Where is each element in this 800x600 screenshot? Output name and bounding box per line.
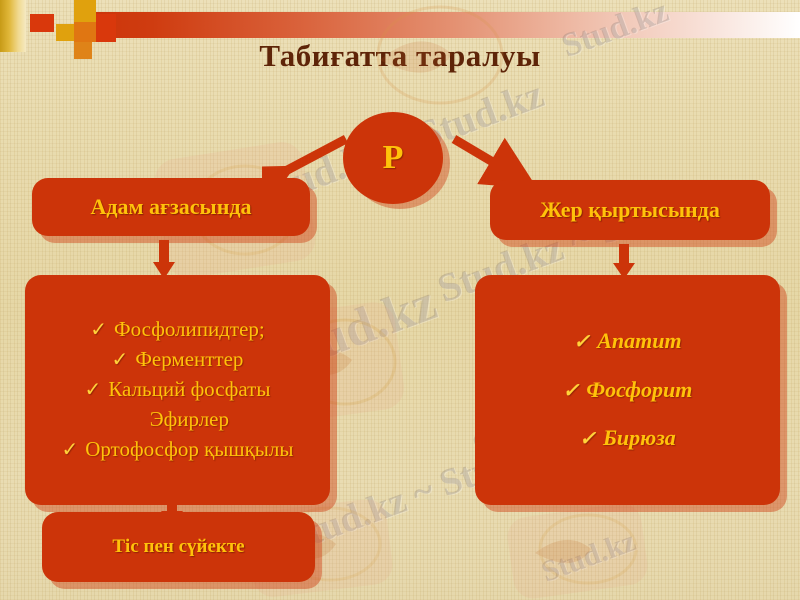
- list-item-label: Эфирлер: [149, 406, 229, 431]
- deco-gradient-bar: [0, 0, 26, 52]
- list-item-label: Фосфолипидтер;: [114, 317, 265, 342]
- deco-square-red-1: [30, 14, 54, 32]
- arrow-down-human-icon: [153, 240, 175, 279]
- deco-square-yellow-2: [56, 24, 74, 41]
- check-icon: ✓: [61, 438, 79, 461]
- list-item: ✓ Ортофосфор қышқылы: [31, 435, 324, 465]
- list-item-label: Бирюза: [602, 425, 676, 451]
- check-icon: ✓: [562, 379, 580, 402]
- box-earth-crust-list[interactable]: ✓ Апатит ✓ Фосфорит ✓ Бирюза: [475, 275, 780, 505]
- deco-square-yellow-1: [74, 0, 96, 22]
- slide-title: Табиғатта таралуы: [259, 38, 541, 73]
- deco-square-orange-1: [74, 22, 96, 42]
- check-icon: ✓: [573, 331, 591, 354]
- list-item: ✓Эфирлер: [31, 405, 324, 435]
- list-item-label: Кальций фосфаты: [108, 377, 271, 402]
- check-icon: ✓: [84, 379, 102, 402]
- box-teeth-and-bones-label: Тіс пен сүйекте: [112, 536, 245, 557]
- center-node-label: P: [382, 139, 404, 176]
- list-item-label: Фосфорит: [586, 376, 693, 402]
- list-item: ✓ Фосфорит: [481, 366, 774, 414]
- list-item: ✓ Кальций фосфаты: [31, 375, 324, 405]
- header-band: [80, 12, 800, 38]
- decorative-blocks: [0, 0, 116, 60]
- human-organism-items: ✓ Фосфолипидтер; ✓ Ферменттер ✓ Кальций фос…: [25, 315, 330, 464]
- list-item: ✓ Фосфолипидтер;: [31, 315, 324, 345]
- list-item: ✓ Ферменттер: [31, 345, 324, 375]
- deco-square-orange-2: [74, 42, 92, 59]
- list-item-label: Ферменттер: [135, 347, 244, 372]
- watermark: Stud.kz: [537, 524, 641, 589]
- box-earth-crust[interactable]: Жер қыртысында: [490, 180, 770, 240]
- decorative-artwork-icon: [507, 505, 648, 599]
- check-icon: ✓: [90, 319, 108, 342]
- list-item-label: Ортофосфор қышқылы: [85, 436, 294, 461]
- check-icon: ✓: [579, 428, 596, 451]
- box-teeth-and-bones[interactable]: Тіс пен сүйекте: [42, 512, 315, 582]
- box-earth-crust-label: Жер қыртысында: [540, 197, 720, 222]
- box-human-organism-label: Адам ағзасында: [90, 194, 252, 219]
- earth-crust-items: ✓ Апатит ✓ Фосфорит ✓ Бирюза: [475, 317, 780, 462]
- box-human-organism-list[interactable]: ✓ Фосфолипидтер; ✓ Ферменттер ✓ Кальций фос…: [25, 275, 330, 505]
- center-node-phosphorus[interactable]: P: [343, 112, 443, 204]
- deco-square-red-2: [96, 14, 116, 42]
- box-human-organism[interactable]: Адам ағзасында: [32, 178, 310, 236]
- list-item: ✓ Апатит: [481, 317, 774, 365]
- list-item: ✓ Бирюза: [481, 414, 774, 462]
- check-icon: ✓: [111, 349, 129, 372]
- list-item-label: Апатит: [597, 328, 682, 354]
